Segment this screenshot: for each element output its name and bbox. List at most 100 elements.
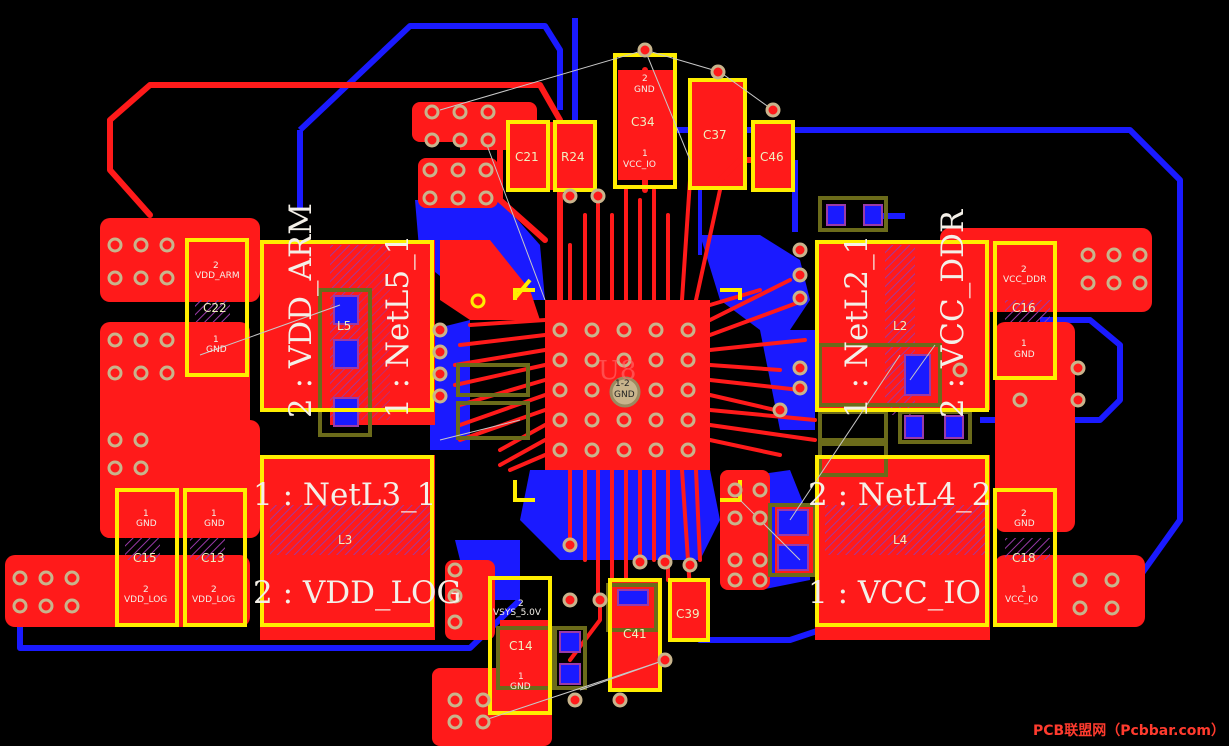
via bbox=[567, 692, 583, 708]
ic-ref: U8 bbox=[598, 356, 637, 386]
via bbox=[432, 366, 448, 382]
watermark: PCB联盟网（Pcbbar.com） bbox=[1033, 723, 1225, 739]
via bbox=[584, 322, 600, 338]
via bbox=[584, 412, 600, 428]
c37-outline bbox=[688, 78, 747, 190]
c21-outline bbox=[506, 120, 550, 192]
c39-outline bbox=[668, 578, 710, 642]
vias bbox=[12, 42, 1148, 730]
via bbox=[792, 267, 808, 283]
c18-net2: GND bbox=[1014, 519, 1035, 529]
via bbox=[552, 412, 568, 428]
via bbox=[765, 102, 781, 118]
c16-net2: VCC_DDR bbox=[1003, 275, 1047, 285]
via bbox=[657, 554, 673, 570]
via bbox=[159, 332, 175, 348]
via bbox=[64, 598, 80, 614]
via bbox=[657, 652, 673, 668]
via bbox=[1072, 572, 1088, 588]
hatched-regions bbox=[125, 245, 1050, 560]
via bbox=[552, 352, 568, 368]
silkscreen bbox=[115, 53, 1057, 715]
c22-ref: C22 bbox=[203, 301, 227, 315]
via bbox=[792, 290, 808, 306]
c22-pin1: 1 bbox=[213, 335, 219, 345]
ic-pad-net: GND bbox=[614, 390, 635, 400]
via bbox=[648, 412, 664, 428]
via bbox=[475, 714, 491, 730]
via bbox=[1080, 247, 1096, 263]
via bbox=[1072, 600, 1088, 616]
via bbox=[552, 322, 568, 338]
c16-pin2: 2 bbox=[1021, 265, 1027, 275]
via bbox=[12, 598, 28, 614]
c34-net1: VCC_IO bbox=[623, 160, 656, 170]
via bbox=[637, 42, 653, 58]
via bbox=[432, 388, 448, 404]
c18-pin2: 2 bbox=[1021, 509, 1027, 519]
l3-ref: L3 bbox=[338, 533, 353, 547]
via bbox=[562, 537, 578, 553]
c13-ref: C13 bbox=[201, 551, 225, 565]
via bbox=[38, 598, 54, 614]
c41-outline bbox=[608, 578, 662, 692]
c13-pin1: 1 bbox=[211, 509, 217, 519]
via bbox=[1104, 572, 1120, 588]
via bbox=[447, 562, 463, 578]
l2-ref: L2 bbox=[893, 319, 908, 333]
l4-pin2-label: 1 : VCC_IO bbox=[808, 575, 981, 611]
c16-pin1: 1 bbox=[1021, 339, 1027, 349]
c14-outline bbox=[488, 576, 552, 715]
l4-outline bbox=[815, 455, 989, 627]
via bbox=[648, 322, 664, 338]
c46-outline bbox=[751, 120, 795, 192]
c18-outline bbox=[993, 488, 1057, 627]
via bbox=[478, 162, 494, 178]
via bbox=[772, 402, 788, 418]
via bbox=[648, 442, 664, 458]
via bbox=[682, 557, 698, 573]
l2-outline bbox=[815, 240, 989, 412]
c34-ref: C34 bbox=[631, 115, 655, 129]
c39-ref: C39 bbox=[676, 607, 700, 621]
via bbox=[562, 188, 578, 204]
via bbox=[680, 382, 696, 398]
ratsnest bbox=[199, 49, 936, 721]
bottom-component-pads bbox=[333, 204, 964, 685]
via bbox=[632, 554, 648, 570]
c13-outline bbox=[183, 488, 247, 627]
via bbox=[64, 570, 80, 586]
r24-ref: R24 bbox=[561, 150, 585, 164]
c15-net1: GND bbox=[136, 519, 157, 529]
c15-outline bbox=[115, 488, 179, 627]
via bbox=[107, 432, 123, 448]
via bbox=[792, 360, 808, 376]
via bbox=[432, 322, 448, 338]
top-traces bbox=[107, 67, 817, 662]
c34-pin2: 2 bbox=[642, 74, 648, 84]
via bbox=[133, 332, 149, 348]
via bbox=[12, 570, 28, 586]
c18-pin1: 1 bbox=[1021, 585, 1027, 595]
via bbox=[680, 442, 696, 458]
via bbox=[552, 442, 568, 458]
c21-ref: C21 bbox=[515, 150, 539, 164]
via bbox=[616, 412, 632, 428]
via bbox=[727, 552, 743, 568]
c14-ref: C14 bbox=[509, 639, 533, 653]
via bbox=[1070, 360, 1086, 376]
via bbox=[478, 190, 494, 206]
via bbox=[424, 132, 440, 148]
via bbox=[107, 237, 123, 253]
via bbox=[432, 344, 448, 360]
c22-outline bbox=[185, 238, 249, 377]
via bbox=[107, 270, 123, 286]
via bbox=[1012, 392, 1028, 408]
via bbox=[648, 382, 664, 398]
c16-ref: C16 bbox=[1012, 301, 1036, 315]
c16-outline bbox=[993, 241, 1057, 380]
ic-pad-pins: 1-2 bbox=[615, 379, 630, 389]
c15-pin2: 2 bbox=[143, 585, 149, 595]
c15-ref: C15 bbox=[133, 551, 157, 565]
